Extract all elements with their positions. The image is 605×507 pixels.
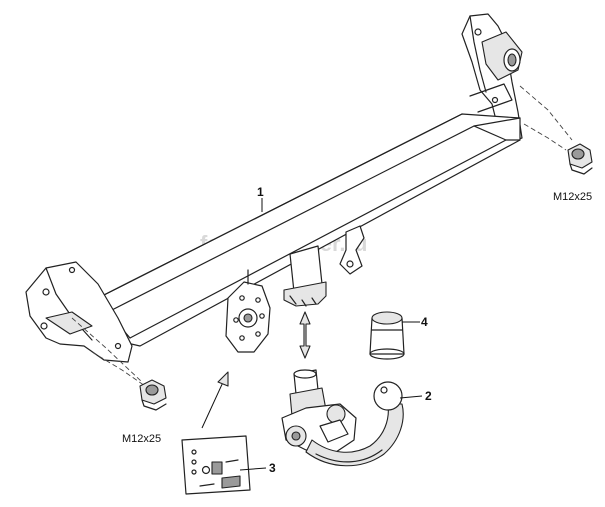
right-mounting-bracket — [461, 13, 523, 143]
left-flange-nut — [139, 379, 167, 411]
right-bolt-axis — [519, 85, 573, 141]
callout-3: 3 — [269, 461, 276, 475]
receiver-tube — [283, 245, 327, 307]
detachable-tow-ball-neck — [281, 369, 404, 467]
bolt-spec-left: M12x25 — [122, 433, 161, 445]
tow-ball-cap — [369, 311, 405, 360]
left-mounting-bracket — [25, 261, 133, 363]
socket-mounting-plate — [225, 269, 271, 353]
chain-bracket — [339, 225, 365, 275]
callout-1: 1 — [257, 185, 264, 199]
callout-4: 4 — [421, 315, 428, 329]
leader-2 — [399, 395, 423, 399]
callout-2: 2 — [425, 389, 432, 403]
cross-beam — [95, 113, 521, 347]
install-arrow — [201, 371, 229, 429]
leader-3 — [239, 467, 267, 471]
right-flange-nut — [567, 143, 593, 175]
bolt-spec-right: M12x25 — [553, 191, 592, 203]
instruction-label-card — [181, 435, 251, 495]
insert-direction-double-arrow — [299, 311, 311, 359]
